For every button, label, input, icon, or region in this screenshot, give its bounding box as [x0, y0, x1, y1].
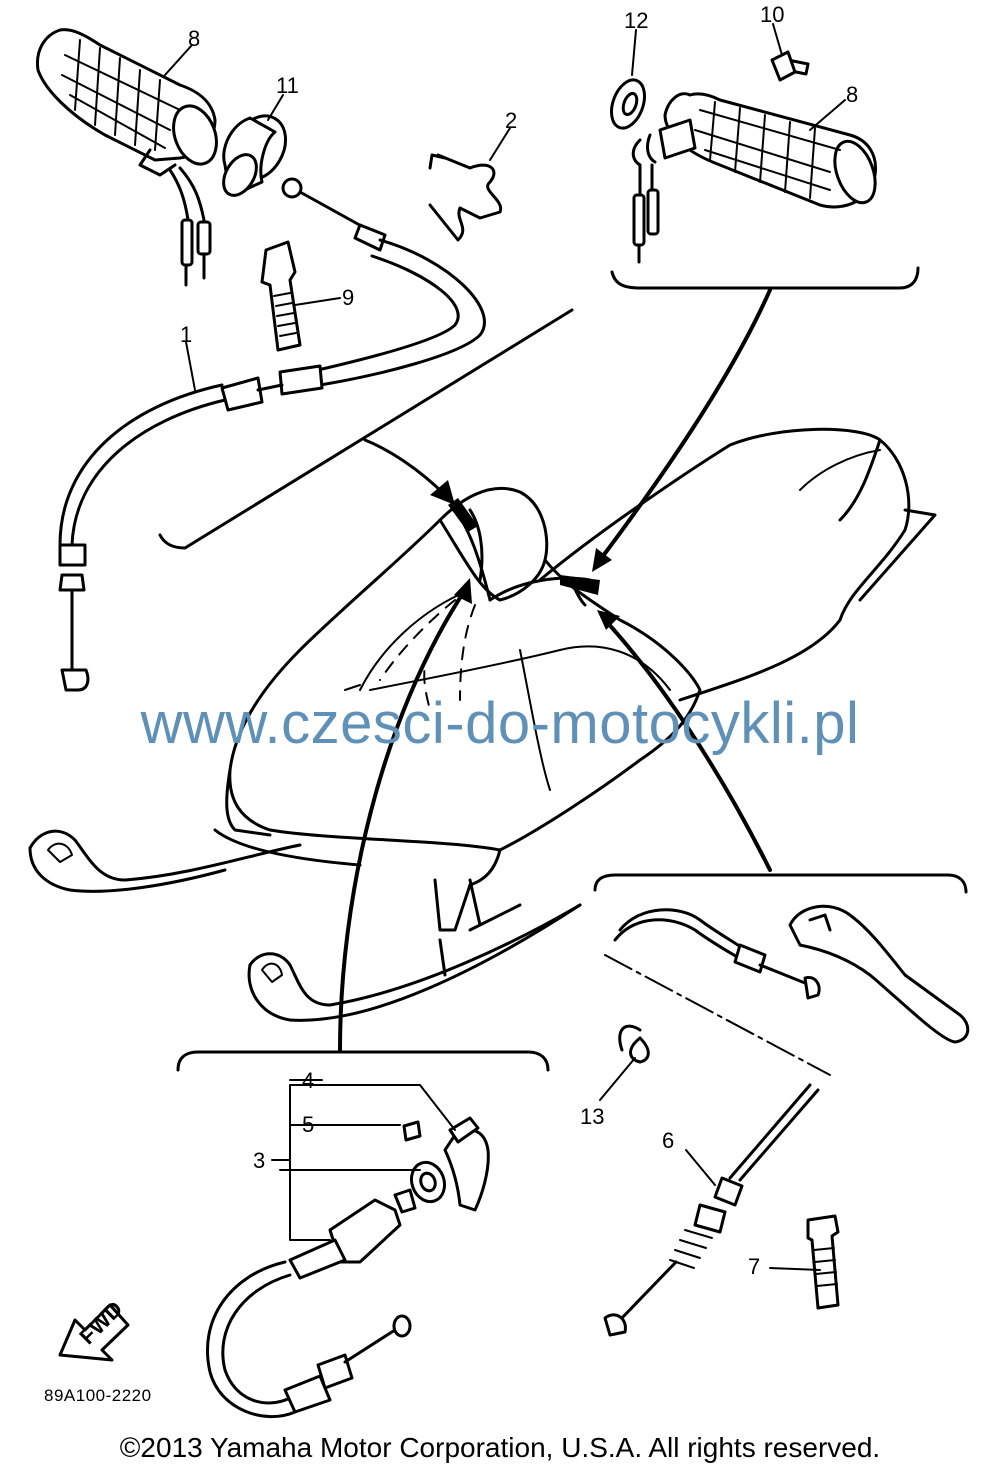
band-9: [260, 240, 302, 352]
snowmobile-illustration: [28, 427, 937, 1022]
callout-8-right: 8: [846, 82, 858, 107]
callout-3: 3: [253, 1148, 265, 1173]
right-grip-assembly: [610, 50, 878, 264]
callout-7: 7: [748, 1254, 760, 1279]
callout-13: 13: [580, 1104, 604, 1129]
switch-assembly: [206, 1084, 490, 1418]
clip-2: [428, 153, 503, 242]
handlebar-wiring: [344, 498, 600, 711]
callout-5: 5: [302, 1112, 314, 1137]
collar-11: [222, 114, 288, 197]
ski-left: [28, 829, 302, 882]
callout-1: 1: [180, 322, 192, 347]
windshield: [438, 486, 549, 602]
left-throttle-grip: [35, 28, 218, 287]
throttle-cable: [58, 177, 486, 692]
section-brackets: [158, 266, 968, 1072]
callout-leaders: [164, 23, 846, 1271]
callout-10: 10: [760, 2, 784, 27]
assembly-pointer-arrows: [338, 288, 772, 1052]
brake-lever-assembly: [603, 904, 970, 1337]
callout-numbers: 8 11 2 9 1 12 10 8 13 6 7 4 5 3: [180, 2, 858, 1279]
copyright-notice: ©2013 Yamaha Motor Corporation, U.S.A. A…: [119, 1432, 881, 1463]
watermark: www.czesci-do-motocykli.pl: [140, 691, 860, 756]
fwd-arrow: FWD: [58, 1296, 130, 1362]
callout-11: 11: [276, 73, 299, 98]
hood: [228, 518, 702, 852]
ski-right: [248, 903, 582, 1007]
diagram-code: 89A100-2220: [44, 1386, 152, 1405]
callout-6: 6: [662, 1128, 674, 1153]
callout-12: 12: [624, 8, 648, 33]
callout-4: 4: [302, 1068, 314, 1093]
callout-2: 2: [505, 108, 517, 133]
callout-9: 9: [342, 285, 354, 310]
callout-8-left: 8: [188, 26, 200, 51]
seat: [538, 427, 911, 702]
